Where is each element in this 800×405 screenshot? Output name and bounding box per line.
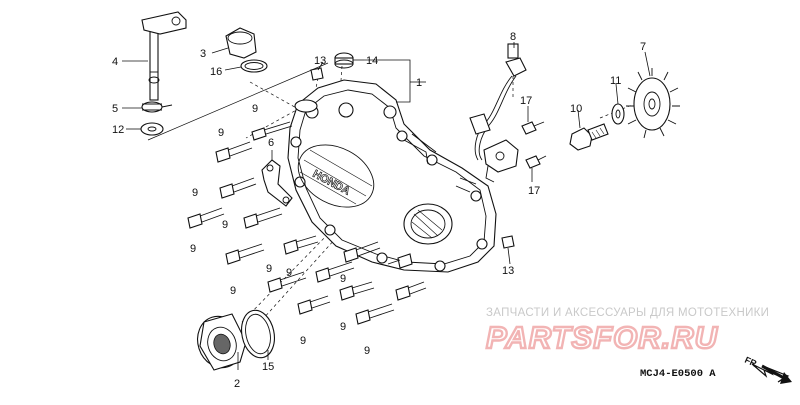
bolt-9-f (225, 243, 265, 265)
part-11-washer (611, 103, 625, 125)
part-9-bolt-group (187, 121, 427, 325)
callout-1: 1 (416, 77, 422, 89)
callout-6: 6 (268, 137, 274, 149)
bolt-9-g (283, 235, 319, 255)
front-direction-arrow: FR. (743, 355, 792, 384)
callout-10: 10 (570, 103, 582, 115)
bolt-9-a (251, 121, 293, 141)
part-7-pulser-rotor (626, 68, 680, 139)
part-4-shaft (141, 11, 187, 101)
callout-9: 9 (364, 345, 370, 357)
bolt-9-o (387, 253, 413, 269)
part-17-bolt-upper (521, 121, 545, 135)
callout-4: 4 (112, 56, 118, 68)
part-17-bolt-lower (525, 155, 547, 169)
callout-labels: 1 2 3 4 5 6 7 8 9 9 9 9 9 9 9 9 9 9 9 9 … (112, 31, 646, 390)
callout-11: 11 (610, 75, 621, 87)
callout-17: 17 (520, 95, 532, 107)
callout-9: 9 (222, 219, 228, 231)
part-3-filler-cap (225, 27, 257, 59)
callout-14: 14 (366, 55, 378, 67)
callout-8: 8 (510, 31, 516, 43)
watermark-tagline: ЗАПЧАСТИ И АКСЕССУАРЫ ДЛЯ МОТОТЕХНИКИ (486, 307, 769, 319)
part-10-bolt (569, 123, 609, 151)
callout-9: 9 (218, 127, 224, 139)
part-5-spring (141, 101, 173, 113)
callout-9: 9 (192, 187, 198, 199)
callout-9: 9 (340, 321, 346, 333)
callout-15: 15 (262, 361, 274, 373)
callout-3: 3 (200, 48, 206, 60)
callout-2: 2 (234, 378, 240, 390)
callout-9: 9 (230, 285, 236, 297)
part-6-bracket (261, 159, 293, 207)
callout-13: 13 (314, 55, 326, 67)
callout-7: 7 (640, 41, 646, 53)
part-14-cap (334, 52, 354, 69)
bolt-9-c (219, 177, 257, 199)
part-8-sensor-harness (469, 43, 527, 183)
callout-5: 5 (112, 103, 118, 115)
diagram-code: MCJ4-E0500 A (640, 368, 716, 380)
callout-13: 13 (502, 265, 514, 277)
part-15-o-ring (241, 309, 275, 359)
part-12-washer (140, 122, 164, 136)
bolt-9-h (267, 271, 307, 293)
part-2-cover-cap (197, 313, 247, 371)
bolt-9-m (395, 281, 427, 301)
part-1-crankcase-cover: HONDA (287, 79, 497, 273)
callout-9: 9 (286, 267, 292, 279)
bolt-9-l (355, 303, 395, 325)
part-16-o-ring (240, 59, 268, 73)
bolt-9-d (243, 207, 283, 229)
callout-9: 9 (190, 243, 196, 255)
callout-9: 9 (266, 263, 272, 275)
bolt-9-i (315, 261, 355, 283)
bolt-9-b (215, 141, 253, 163)
leader-lines (122, 42, 651, 370)
callout-12: 12 (112, 124, 124, 136)
callout-9: 9 (300, 335, 306, 347)
part-13-dowel-top (310, 67, 324, 81)
bolt-9-j (297, 295, 331, 315)
callout-17: 17 (528, 185, 540, 197)
bolt-9-e (187, 207, 225, 229)
watermark-logo: PARTSFOR.RU (486, 320, 719, 355)
callout-9: 9 (252, 103, 258, 115)
bolt-9-k (339, 281, 375, 301)
callout-9: 9 (340, 273, 346, 285)
bolt-9-n (343, 241, 381, 263)
callout-16: 16 (210, 66, 222, 78)
part-13-dowel-right (501, 235, 515, 249)
